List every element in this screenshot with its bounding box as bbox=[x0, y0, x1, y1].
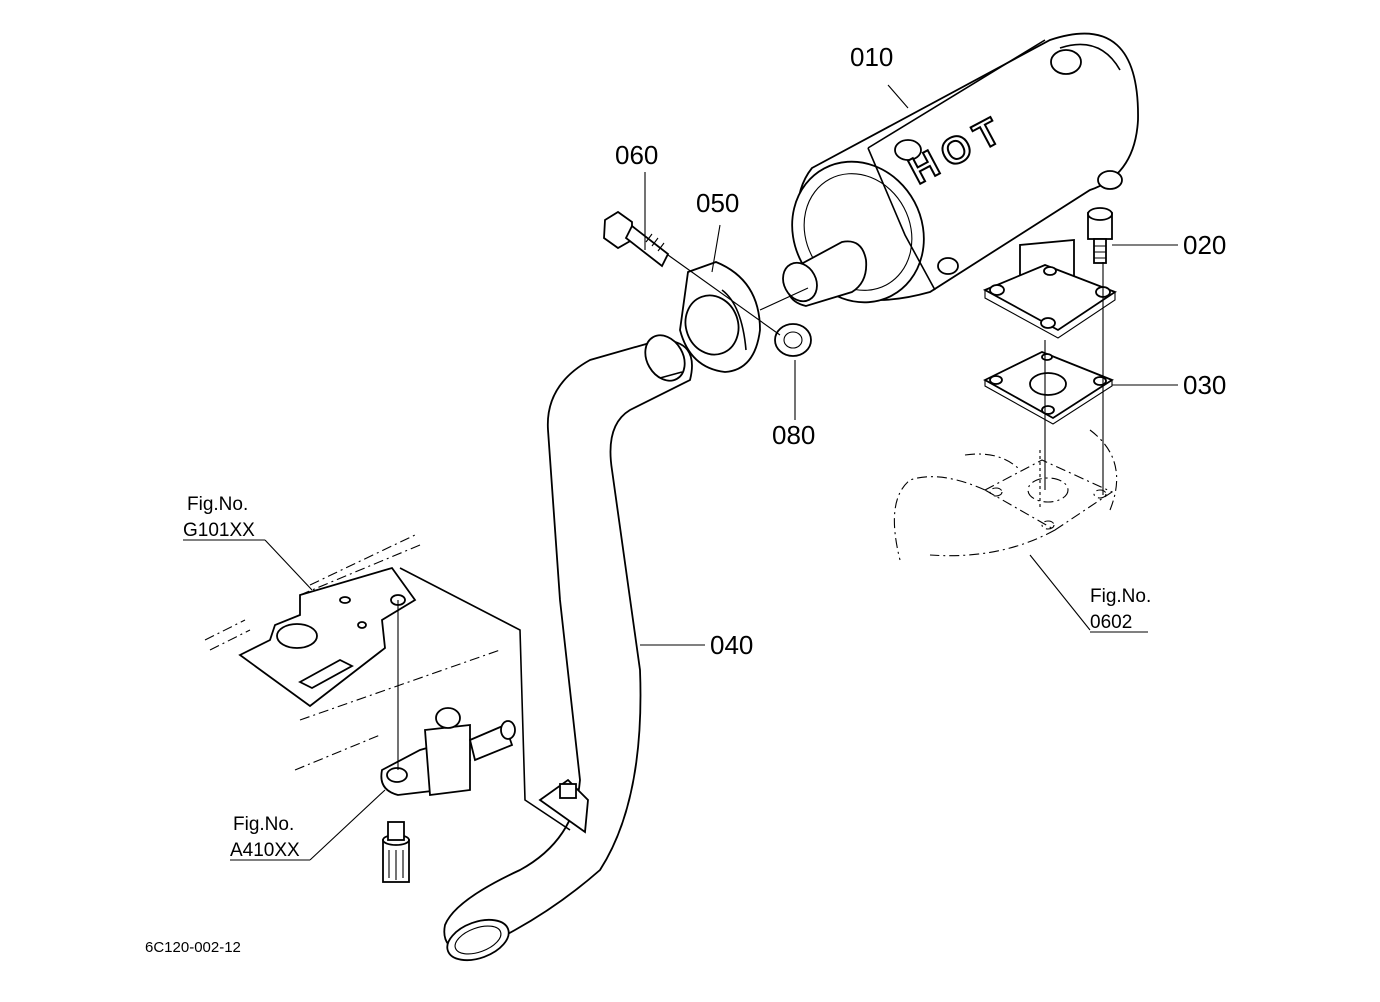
fig-ref-0602-caption: Fig.No. bbox=[1090, 586, 1151, 607]
fig-ref-g101-caption: Fig.No. bbox=[187, 494, 248, 515]
fig-ref-0602-number: 0602 bbox=[1090, 612, 1132, 633]
fig-ref-a410-caption: Fig.No. bbox=[233, 814, 294, 835]
pipe-axis-line bbox=[759, 287, 809, 311]
exhaust-manifold-outline bbox=[893, 429, 1118, 561]
part-label-060: 060 bbox=[615, 140, 658, 170]
clamp-050[interactable] bbox=[677, 261, 761, 373]
fig-ref-a410-number: A410XX bbox=[230, 840, 300, 861]
part-label-050: 050 bbox=[696, 188, 739, 218]
exhaust-pipe-040[interactable] bbox=[442, 328, 693, 968]
leader-0602 bbox=[1029, 554, 1091, 631]
part-label-080: 080 bbox=[772, 420, 815, 450]
leader-010 bbox=[887, 84, 909, 109]
part-label-010: 010 bbox=[850, 42, 893, 72]
part-label-030: 030 bbox=[1183, 370, 1226, 400]
part-label-040: 040 bbox=[710, 630, 753, 660]
gasket-030[interactable] bbox=[983, 351, 1114, 425]
water-flange-assembly bbox=[380, 600, 516, 797]
fig-ref-g101-number: G101XX bbox=[183, 520, 255, 541]
leader-g101 bbox=[264, 539, 313, 591]
leader-050 bbox=[711, 224, 721, 273]
nut-080[interactable] bbox=[774, 323, 812, 357]
leader-a410 bbox=[309, 789, 386, 861]
muffler[interactable]: HOT bbox=[768, 32, 1139, 326]
drawing-code: 6C120-002-12 bbox=[145, 939, 241, 956]
muffler-flange bbox=[982, 264, 1117, 339]
bolt-axis-line bbox=[667, 254, 781, 336]
part-label-020: 020 bbox=[1183, 230, 1226, 260]
bolt-060[interactable] bbox=[603, 210, 670, 268]
temperature-sensor bbox=[382, 821, 410, 883]
bolt-020[interactable] bbox=[1087, 207, 1113, 264]
frame-bracket bbox=[204, 534, 571, 831]
